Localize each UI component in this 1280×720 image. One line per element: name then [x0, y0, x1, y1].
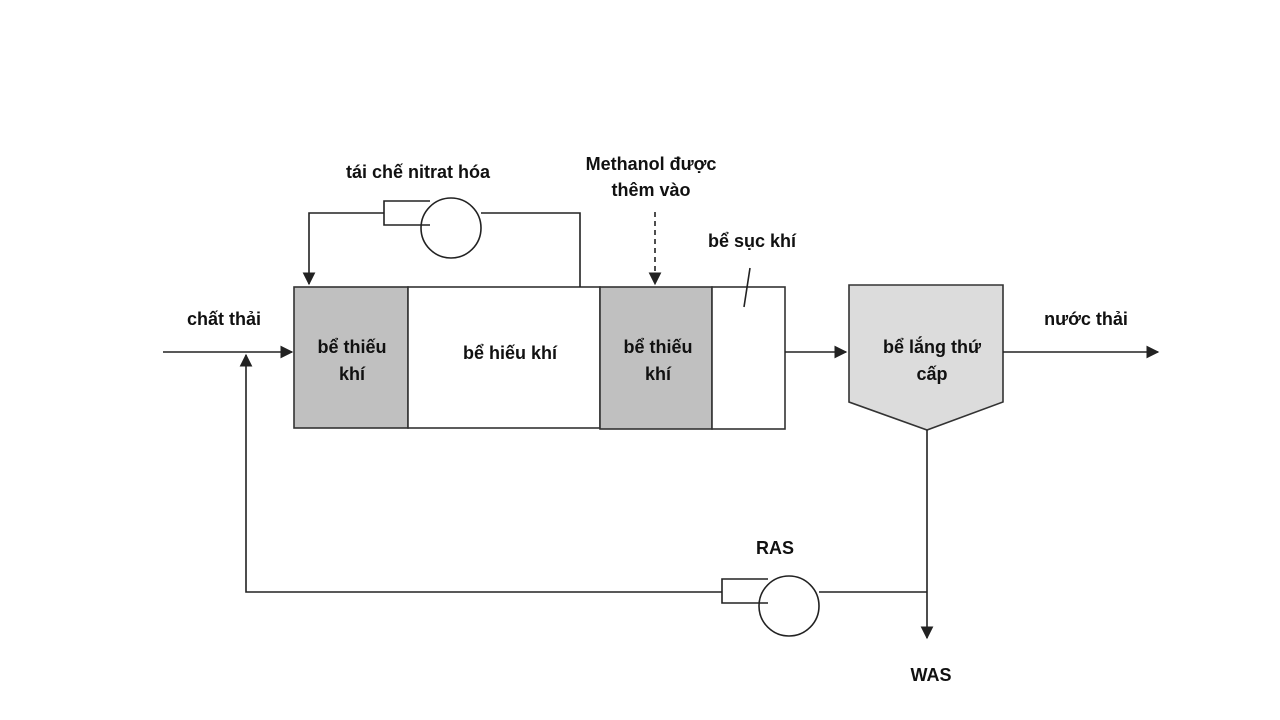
was-label: WAS: [910, 665, 951, 685]
secondary-clarifier: [848, 284, 1004, 431]
anoxic-tank-2-label-line1: bể thiếu: [623, 337, 692, 357]
anoxic-tank-2: [599, 286, 713, 430]
anoxic-tank-1-label-line1: bể thiếu: [317, 337, 386, 357]
aeration-tank-label: bể sục khí: [708, 231, 797, 251]
aeration-tank: [711, 286, 786, 430]
ras-pump-icon: [758, 575, 820, 637]
aeration-leader-line: [743, 267, 751, 308]
anoxic-tank-1-label-line2: khí: [339, 364, 366, 384]
ras-pump-housing: [721, 578, 768, 604]
clarifier-label-line2: cấp: [916, 364, 947, 384]
aerobic-tank-label: bể hiếu khí: [463, 343, 558, 363]
anoxic-tank-1: [293, 286, 409, 429]
nitrate-pump-housing: [383, 200, 430, 226]
nitrate-recycle-label: tái chế nitrat hóa: [346, 162, 491, 182]
influent-label: chất thải: [187, 309, 261, 329]
effluent-label: nước thải: [1044, 309, 1128, 329]
clarifier-label-line1: bể lắng thứ: [883, 336, 982, 357]
nitrate-recycle-return: [302, 212, 384, 286]
nitrate-recycle-line: [481, 212, 581, 287]
nitrate-pump-icon: [420, 197, 482, 259]
anoxic-tank-2-label-line2: khí: [645, 364, 672, 384]
methanol-label-line1: Methanol được: [586, 154, 717, 174]
ras-line-left: [239, 353, 722, 593]
ras-label: RAS: [756, 538, 794, 558]
aerobic-tank: [407, 286, 601, 429]
methanol-label-line2: thêm vào: [611, 180, 690, 200]
